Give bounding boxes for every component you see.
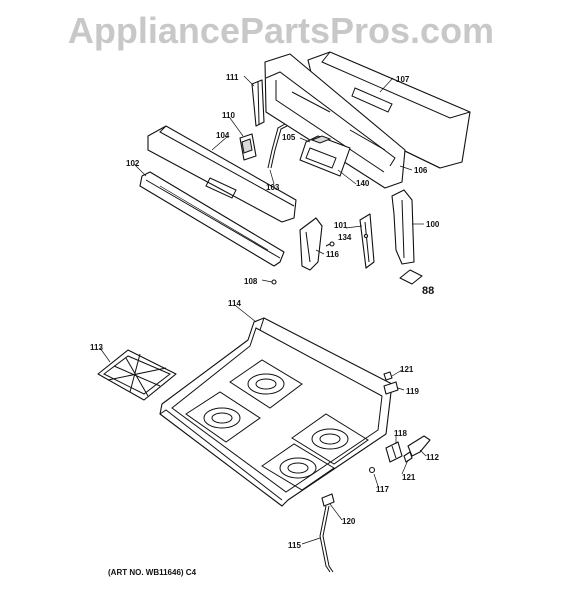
part-104-control-panel[interactable] xyxy=(147,125,297,223)
part-116-side-bracket[interactable] xyxy=(299,217,323,271)
callout-121-lower: 121 xyxy=(402,473,416,482)
art-number: (ART NO. WB11646) C4 xyxy=(108,568,197,577)
callout-100: 100 xyxy=(426,220,440,229)
callout-104: 104 xyxy=(216,131,230,140)
callout-113: 113 xyxy=(90,343,103,352)
part-88-knob[interactable] xyxy=(399,269,423,285)
callout-115: 115 xyxy=(288,541,301,550)
part-113-grate[interactable] xyxy=(97,349,177,401)
part-120-clip[interactable] xyxy=(321,493,335,507)
callout-102: 102 xyxy=(126,159,140,168)
callout-108: 108 xyxy=(244,277,258,286)
part-100-end-bracket[interactable] xyxy=(391,189,415,265)
part-117-spring[interactable] xyxy=(368,466,376,474)
part-140-clock-module[interactable] xyxy=(299,135,351,177)
part-114-cooktop[interactable] xyxy=(159,317,393,507)
callout-134: 134 xyxy=(338,233,352,242)
burner-front-right xyxy=(261,443,335,491)
part-121-clip-lower[interactable] xyxy=(403,451,413,463)
callout-106: 106 xyxy=(414,166,428,175)
callout-120: 120 xyxy=(342,517,356,526)
callout-110: 110 xyxy=(222,111,235,120)
callout-117: 117 xyxy=(376,485,389,494)
part-111-end-bracket[interactable] xyxy=(251,79,265,127)
callout-105: 105 xyxy=(282,133,296,142)
callout-88: 88 xyxy=(422,285,434,297)
callout-140: 140 xyxy=(356,179,370,188)
part-115-support-rod[interactable] xyxy=(319,505,334,573)
part-106-backsplash-frame[interactable] xyxy=(264,53,406,189)
part-121-clip-upper[interactable] xyxy=(383,371,393,381)
watermark: AppliancePartsPros.com xyxy=(67,10,495,51)
callout-121-upper: 121 xyxy=(400,365,414,374)
part-103-hook-bracket[interactable] xyxy=(267,123,288,169)
callout-111: 111 xyxy=(226,73,239,82)
callout-114: 114 xyxy=(228,299,241,308)
burner-rear-left xyxy=(229,359,303,409)
callout-118: 118 xyxy=(394,429,407,438)
callout-101: 101 xyxy=(334,221,348,230)
part-118-bracket[interactable] xyxy=(385,441,403,463)
callout-119: 119 xyxy=(406,387,419,396)
part-101-side-bracket[interactable] xyxy=(359,213,375,269)
part-119-clip[interactable] xyxy=(383,381,399,395)
callout-112: 112 xyxy=(426,453,439,462)
part-108-screw[interactable] xyxy=(271,279,277,285)
callout-116: 116 xyxy=(326,250,339,259)
callout-107: 107 xyxy=(396,75,410,84)
leader-lines xyxy=(99,75,427,545)
burner-front-left xyxy=(185,391,261,443)
callout-103: 103 xyxy=(266,183,280,192)
burner-rear-right xyxy=(291,413,369,465)
part-110-switch[interactable] xyxy=(239,133,257,161)
part-134-screw[interactable] xyxy=(325,241,335,247)
part-102-lower-rail[interactable] xyxy=(139,171,285,267)
